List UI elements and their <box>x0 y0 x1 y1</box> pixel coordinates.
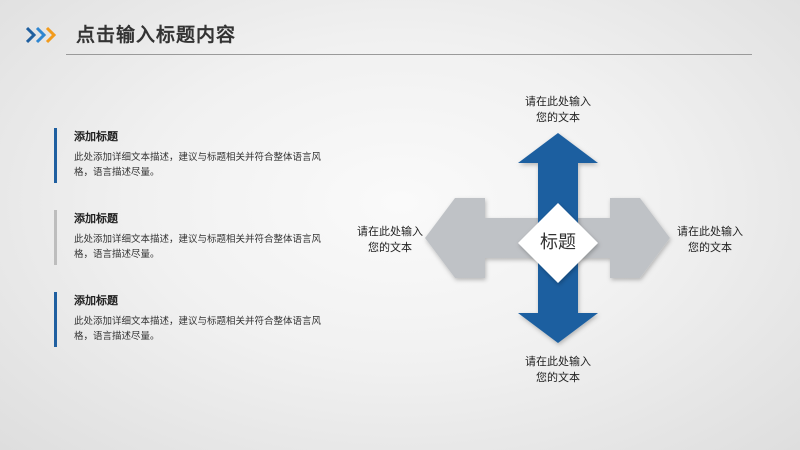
center-title[interactable]: 标题 <box>540 232 576 253</box>
text-section-1: 添加标题 此处添加详细文本描述，建议与标题相关并符合整体语言风格，语言描述尽量。 <box>54 128 324 183</box>
left-label: 请在此处输入 您的文本 <box>350 224 430 256</box>
page-title[interactable]: 点击输入标题内容 <box>76 24 237 46</box>
center-diamond <box>518 203 598 283</box>
section-heading[interactable]: 添加标题 <box>74 294 118 307</box>
section-body[interactable]: 此处添加详细文本描述，建议与标题相关并符合整体语言风格，语言描述尽量。 <box>74 152 322 178</box>
header-divider <box>66 54 752 55</box>
right-label: 请在此处输入 您的文本 <box>670 224 750 256</box>
label-line[interactable]: 请在此处输入 <box>525 95 591 108</box>
top-label: 请在此处输入 您的文本 <box>508 94 608 126</box>
label-line[interactable]: 您的文本 <box>688 241 732 254</box>
section-heading[interactable]: 添加标题 <box>74 130 118 143</box>
accent-bar <box>54 128 57 183</box>
label-line[interactable]: 您的文本 <box>536 371 580 384</box>
text-section-3: 添加标题 此处添加详细文本描述，建议与标题相关并符合整体语言风格，语言描述尽量。 <box>54 292 324 347</box>
arrow-graphic <box>425 133 670 343</box>
section-body[interactable]: 此处添加详细文本描述，建议与标题相关并符合整体语言风格，语言描述尽量。 <box>74 234 322 260</box>
label-line[interactable]: 您的文本 <box>536 111 580 124</box>
section-body[interactable]: 此处添加详细文本描述，建议与标题相关并符合整体语言风格，语言描述尽量。 <box>74 316 322 342</box>
label-line[interactable]: 请在此处输入 <box>677 225 743 238</box>
triple-chevron-icon <box>26 26 57 44</box>
slide-header: 点击输入标题内容 <box>0 0 800 60</box>
four-way-arrow-diagram: 标题 请在此处输入 您的文本 请在此处输入 您的文本 请在此处输入 您的文本 请… <box>340 80 780 400</box>
bottom-label: 请在此处输入 您的文本 <box>508 354 608 386</box>
text-section-2: 添加标题 此处添加详细文本描述，建议与标题相关并符合整体语言风格，语言描述尽量。 <box>54 210 324 265</box>
label-line[interactable]: 您的文本 <box>368 241 412 254</box>
section-heading[interactable]: 添加标题 <box>74 212 118 225</box>
accent-bar <box>54 292 57 347</box>
label-line[interactable]: 请在此处输入 <box>357 225 423 238</box>
label-line[interactable]: 请在此处输入 <box>525 355 591 368</box>
accent-bar <box>54 210 57 265</box>
